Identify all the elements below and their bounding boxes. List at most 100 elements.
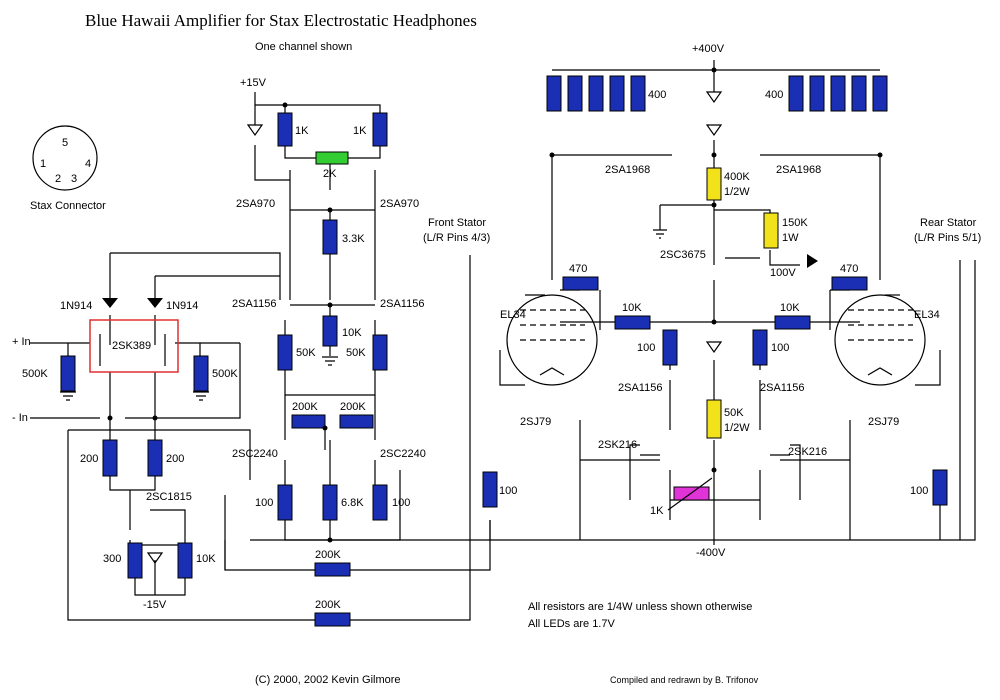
svg-text:2SK216: 2SK216 (598, 439, 637, 451)
resistor-100-fs (482, 471, 498, 508)
rear-stator-pins: (L/R Pins 5/1) (914, 232, 981, 244)
svg-text:400K: 400K (724, 171, 750, 183)
resistor-10k-gl (614, 315, 651, 330)
svg-text:10K: 10K (342, 327, 362, 339)
svg-text:2SC2240: 2SC2240 (232, 448, 278, 460)
svg-text:2SC1815: 2SC1815 (146, 491, 192, 503)
resistor-500k-b (193, 355, 209, 392)
subtitle: One channel shown (255, 41, 352, 53)
copyright: (C) 2000, 2002 Kevin Gilmore (255, 674, 401, 686)
led-top-a (705, 91, 723, 104)
resistor-470-l (562, 276, 599, 291)
svg-text:6.8K: 6.8K (341, 497, 364, 509)
resistor-100-gr (752, 329, 768, 366)
junctions (107, 67, 883, 543)
svg-text:1W: 1W (782, 232, 799, 244)
input-minus: - In (12, 412, 28, 424)
svg-text:2SA1156: 2SA1156 (232, 298, 276, 310)
svg-text:500K: 500K (212, 368, 238, 380)
rail-plus400: +400V (692, 43, 725, 55)
resistor-200k-a (291, 414, 326, 429)
resistor-1k-b (372, 112, 388, 147)
pin-3: 3 (71, 173, 77, 185)
diode-1n914-a (102, 298, 118, 308)
led-mid (705, 341, 723, 354)
svg-text:10K: 10K (780, 302, 800, 314)
grounds (60, 229, 667, 401)
resistor-150k (763, 212, 779, 249)
svg-text:2SA1968: 2SA1968 (776, 164, 821, 176)
svg-text:200K: 200K (315, 549, 341, 561)
svg-text:200K: 200K (292, 401, 318, 413)
tube-el34-left (506, 294, 598, 386)
resistor-200-a (102, 439, 118, 477)
svg-text:2SA1156: 2SA1156 (380, 298, 424, 310)
svg-text:2SC3675: 2SC3675 (660, 249, 706, 261)
svg-text:1/2W: 1/2W (724, 186, 750, 198)
svg-text:50K: 50K (346, 347, 366, 359)
svg-text:100: 100 (392, 497, 410, 509)
svg-text:470: 470 (569, 263, 587, 275)
svg-text:200K: 200K (315, 599, 341, 611)
jfet-2sk389 (99, 330, 166, 366)
rail-minus15: -15V (143, 599, 167, 611)
resistor-10k-mid (322, 315, 338, 347)
svg-text:3.3K: 3.3K (342, 233, 365, 245)
resistor-470-r (831, 276, 868, 291)
note-resistors: All resistors are 1/4W unless shown othe… (528, 601, 752, 613)
svg-text:2SA1968: 2SA1968 (605, 164, 650, 176)
resistors (60, 75, 948, 627)
svg-text:300: 300 (103, 553, 121, 565)
resistor-500k-a (60, 355, 76, 392)
resistor-200k-fb1 (314, 562, 351, 577)
svg-text:50K: 50K (296, 347, 316, 359)
svg-text:200: 200 (166, 453, 184, 465)
svg-text:2SK389: 2SK389 (112, 340, 151, 352)
resistor-100-gl (662, 329, 678, 366)
svg-text:2SC2240: 2SC2240 (380, 448, 426, 460)
resistor-200k-b (339, 414, 374, 429)
led-top-b (705, 124, 723, 137)
resistor-10k-led (177, 542, 193, 579)
wires (30, 60, 976, 621)
front-stator-label: Front Stator (428, 217, 486, 229)
svg-text:2SA1156: 2SA1156 (760, 382, 804, 394)
svg-text:500K: 500K (22, 368, 48, 380)
resistor-6k8 (322, 484, 338, 521)
resistor-50k-y (706, 399, 722, 439)
connector-label: Stax Connector (30, 200, 106, 212)
svg-text:100: 100 (499, 485, 517, 497)
svg-text:1K: 1K (353, 125, 367, 137)
tube-el34-right (834, 294, 926, 386)
zener-100v (807, 254, 818, 268)
pin-4: 4 (85, 158, 91, 170)
svg-text:150K: 150K (782, 217, 808, 229)
svg-text:1K: 1K (650, 505, 664, 517)
note-leds: All LEDs are 1.7V (528, 618, 615, 630)
resistor-10k-gr (774, 315, 811, 330)
svg-text:2K: 2K (323, 168, 337, 180)
rail-plus15: +15V (240, 77, 267, 89)
svg-text:EL34: EL34 (500, 309, 526, 321)
pin-2: 2 (55, 173, 61, 185)
rail-minus400: -400V (696, 547, 726, 559)
svg-text:10K: 10K (196, 553, 216, 565)
svg-text:1/2W: 1/2W (724, 422, 750, 434)
resistor-200-b (147, 439, 163, 477)
front-stator-pins: (L/R Pins 4/3) (423, 232, 490, 244)
labels: 1K 1K 2K 3.3K 10K 50K 50K 200K 200K 100 … (22, 89, 940, 611)
led-plus15 (246, 124, 264, 137)
resistor-50k-b (372, 334, 388, 371)
resistor-bank-400-left (546, 75, 646, 112)
led-minus15 (146, 552, 164, 565)
resistor-3k3 (322, 219, 338, 255)
svg-text:200K: 200K (340, 401, 366, 413)
svg-text:100: 100 (771, 342, 789, 354)
svg-text:2SA970: 2SA970 (236, 198, 275, 210)
resistor-100-a (277, 484, 293, 521)
svg-text:100: 100 (255, 497, 273, 509)
resistor-100-rs (932, 469, 948, 506)
svg-text:2SA970: 2SA970 (380, 198, 419, 210)
diode-1n914-b (147, 298, 163, 308)
